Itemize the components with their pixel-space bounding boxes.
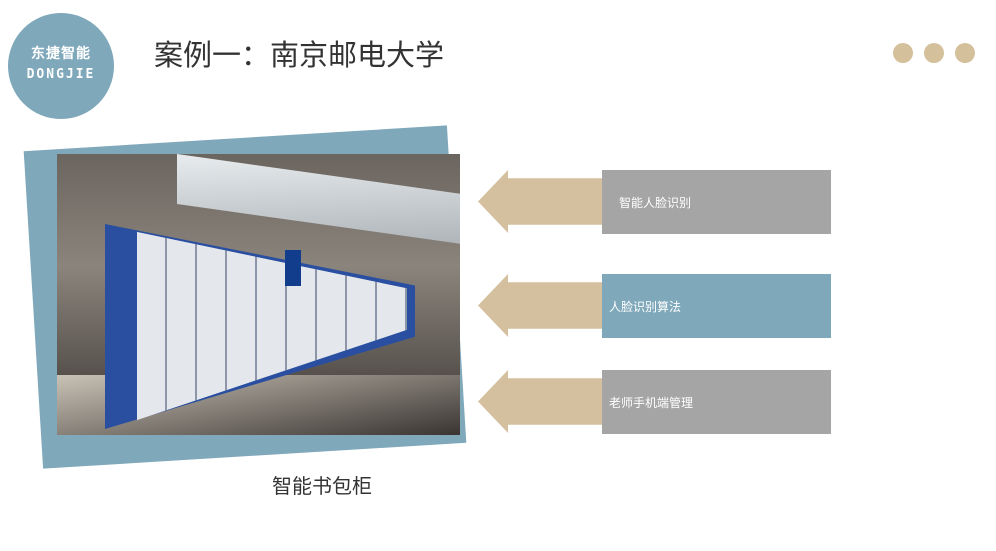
feature-row: 老师手机端管理 [478,370,832,435]
decor-dot [893,43,913,63]
feature-row: 智能人脸识别 [478,170,832,235]
feature-label: 老师手机端管理 [609,395,694,410]
ceiling [177,154,460,245]
feature-label: 人脸识别算法 [609,299,682,314]
locker-screen [285,250,301,286]
feature-label: 智能人脸识别 [619,195,692,210]
arrow-left-icon [478,370,604,433]
decor-dot [955,43,975,63]
logo: 东捷智能 DONGJIE [8,13,114,119]
photo-caption: 智能书包柜 [272,474,372,498]
logo-en: DONGJIE [26,67,96,82]
arrow-left-icon [478,274,604,337]
feature-row: 人脸识别算法 [478,274,832,339]
arrow-left-icon [478,170,604,233]
feature-box: 人脸识别算法 [602,274,831,338]
feature-box: 老师手机端管理 [602,370,831,434]
page-title: 案例一：南京邮电大学 [154,38,445,72]
locker-photo [57,154,460,435]
decor-dot [924,43,944,63]
logo-cn: 东捷智能 [31,46,91,62]
feature-box: 智能人脸识别 [602,170,831,234]
